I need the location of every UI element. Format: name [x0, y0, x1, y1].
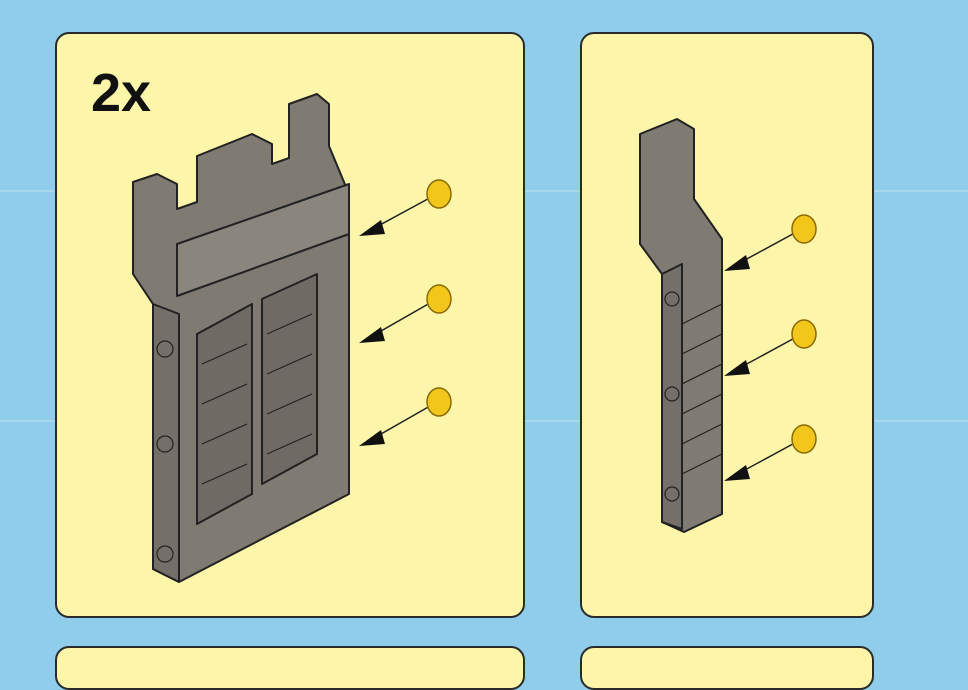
connector-pin-group — [359, 179, 452, 446]
quantity-label: 2x — [91, 63, 152, 123]
wall-post-illustration — [639, 118, 817, 533]
step-panel-left: 2x — [55, 32, 525, 618]
step-panel-right — [580, 32, 874, 618]
connector-pin-group — [724, 214, 817, 481]
castle-wall-illustration — [132, 93, 452, 583]
